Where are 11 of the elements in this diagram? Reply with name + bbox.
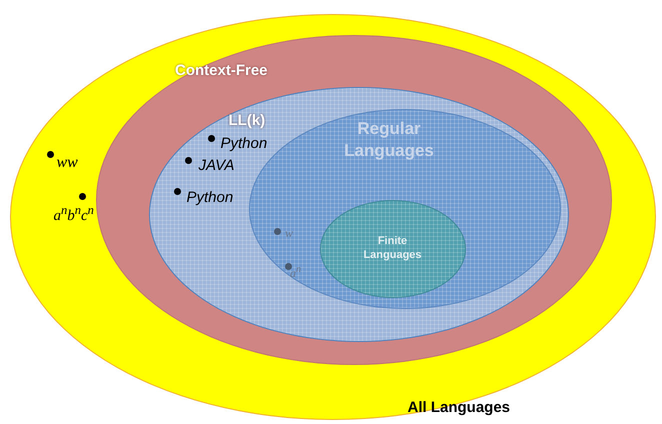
language-example: Python bbox=[186, 188, 234, 206]
language-example: Python bbox=[220, 134, 268, 152]
language-example: a$^{n}$ bbox=[290, 264, 301, 281]
language-example: a$^{n}$b$^{n}$c$^{n}$ bbox=[54, 202, 94, 224]
language-example: ww bbox=[56, 154, 78, 172]
class-label: All Languages bbox=[408, 398, 512, 417]
class-label: Regular Languages bbox=[343, 118, 435, 162]
language-class-ellipse bbox=[320, 200, 466, 298]
language-example: w bbox=[285, 226, 294, 241]
class-label: Finite Languages bbox=[362, 234, 423, 262]
language-example: JAVA bbox=[198, 156, 234, 174]
